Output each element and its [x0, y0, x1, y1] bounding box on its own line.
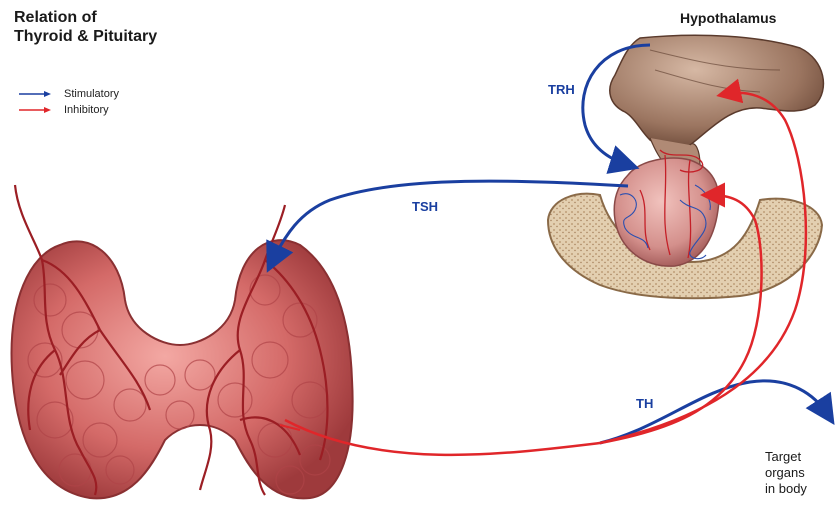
thyroid-gland-illustration — [12, 185, 353, 498]
diagram-title: Relation of Thyroid & Pituitary — [14, 8, 157, 46]
legend-item-inhibitory: Inhibitory — [18, 102, 119, 118]
stimulatory-arrow-icon — [18, 90, 52, 98]
legend-label-inhibitory: Inhibitory — [64, 104, 109, 116]
legend-item-stimulatory: Stimulatory — [18, 86, 119, 102]
title-line-2: Thyroid & Pituitary — [14, 27, 157, 46]
title-line-1: Relation of — [14, 8, 157, 27]
target-line-1: Target — [765, 449, 807, 465]
th-label: TH — [636, 396, 653, 411]
target-organs-label: Target organs in body — [765, 449, 807, 497]
legend: Stimulatory Inhibitory — [18, 86, 119, 118]
tsh-label: TSH — [412, 199, 438, 214]
legend-label-stimulatory: Stimulatory — [64, 88, 119, 100]
pituitary-hypothalamus-illustration — [548, 35, 823, 298]
hypothalamus-label: Hypothalamus — [680, 10, 776, 26]
target-line-3: in body — [765, 481, 807, 497]
trh-label: TRH — [548, 82, 575, 97]
target-line-2: organs — [765, 465, 807, 481]
inhibitory-arrow-icon — [18, 106, 52, 114]
